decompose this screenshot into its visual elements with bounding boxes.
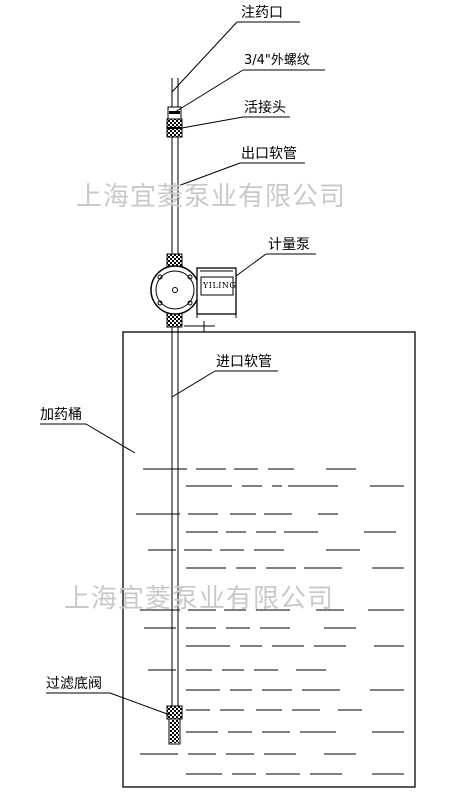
foot-valve xyxy=(166,705,183,745)
pump-badge: YILING xyxy=(203,281,237,290)
watermark-bottom: 上海宜菱泵业有限公司 xyxy=(64,584,335,614)
inlet-hose xyxy=(171,327,179,708)
dosing-tank xyxy=(122,331,416,788)
label-external-thread: 3/4"外螺纹 xyxy=(244,53,310,68)
label-foot-valve: 过滤底阀 xyxy=(46,676,102,692)
leader-lines xyxy=(40,21,325,716)
pump-motor xyxy=(196,267,237,315)
label-outlet-hose: 出口软管 xyxy=(241,146,297,162)
label-inlet-hose: 进口软管 xyxy=(216,354,272,370)
pump-base xyxy=(184,314,237,332)
outlet-hose xyxy=(171,137,179,254)
label-metering-pump: 计量泵 xyxy=(268,237,310,253)
label-union-joint: 活接头 xyxy=(244,100,286,116)
label-dosing-tank: 加药桶 xyxy=(40,407,82,423)
external-thread-fitting xyxy=(167,106,182,120)
pump-head xyxy=(150,265,200,315)
injection-tube xyxy=(171,78,179,108)
union-joint xyxy=(166,118,183,138)
liquid-lines xyxy=(136,468,404,775)
label-injection-port: 注药口 xyxy=(241,5,283,21)
pump-outlet-fitting xyxy=(166,253,183,268)
watermark-top: 上海宜菱泵业有限公司 xyxy=(76,182,347,212)
